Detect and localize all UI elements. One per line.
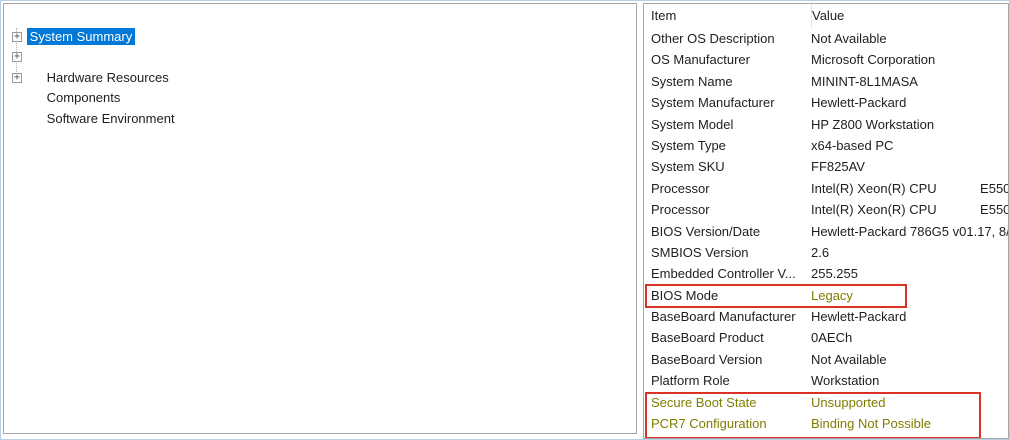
detail-row-bios-version-date[interactable]: BIOS Version/Date Hewlett-Packard 786G5 … xyxy=(644,221,1008,242)
detail-row-embedded-controller-version[interactable]: Embedded Controller V... 255.255 xyxy=(644,263,1008,284)
item-cell: System Model xyxy=(651,116,734,132)
list-header: Item Value xyxy=(644,4,1008,28)
detail-row-processor-1[interactable]: Processor Intel(R) Xeon(R) CPU E5506 xyxy=(644,178,1008,199)
details-list-panel: Item Value Other OS Description Not Avai… xyxy=(643,3,1009,439)
detail-row-system-manufacturer[interactable]: System Manufacturer Hewlett-Packard xyxy=(644,92,1008,113)
detail-row-system-model[interactable]: System Model HP Z800 Workstation xyxy=(644,114,1008,135)
item-cell: BaseBoard Manufacturer xyxy=(651,309,796,325)
detail-row-system-sku[interactable]: System SKU FF825AV xyxy=(644,156,1008,177)
item-cell: PCR7 Configuration xyxy=(651,416,767,432)
item-cell: BIOS Mode xyxy=(651,287,719,303)
detail-row-os-manufacturer[interactable]: OS Manufacturer Microsoft Corporation xyxy=(644,49,1008,70)
column-header-item[interactable]: Item xyxy=(651,8,677,23)
detail-row-processor-2[interactable]: Processor Intel(R) Xeon(R) CPU E5506 xyxy=(644,199,1008,220)
value-cell: 0AECh xyxy=(811,330,853,346)
item-cell: OS Manufacturer xyxy=(651,52,750,68)
value-cell: HP Z800 Workstation xyxy=(811,116,935,132)
value-cell: Unsupported xyxy=(811,394,886,410)
detail-row-baseboard-version[interactable]: BaseBoard Version Not Available xyxy=(644,349,1008,370)
detail-row-baseboard-manufacturer[interactable]: BaseBoard Manufacturer Hewlett-Packard xyxy=(644,306,1008,327)
value-cell: Hewlett-Packard xyxy=(811,309,907,325)
value-cell: FF825AV xyxy=(811,159,865,175)
value-cell: Not Available xyxy=(811,31,887,46)
detail-row-system-name[interactable]: System Name MININT-8L1MASA xyxy=(644,71,1008,92)
tree-item-label: Components xyxy=(46,90,121,105)
item-cell: System Type xyxy=(651,137,726,153)
tree-item-label: System Summary xyxy=(26,27,136,45)
item-cell: Processor xyxy=(651,180,710,196)
value-cell: x64-based PC xyxy=(811,137,894,153)
detail-row-other-os-description[interactable]: Other OS Description Not Available xyxy=(644,28,1008,49)
value-cell: Intel(R) Xeon(R) CPU E5506 xyxy=(811,202,1008,218)
tree-item-software-environment[interactable]: + Software Environment xyxy=(4,68,636,126)
value-cell: Hewlett-Packard xyxy=(811,95,907,111)
detail-row-platform-role[interactable]: Platform Role Workstation xyxy=(644,370,1008,391)
tree-item-components[interactable]: + Components xyxy=(4,47,636,105)
category-tree-panel: System Summary + Hardware Resources + Co… xyxy=(3,3,637,434)
item-cell: BaseBoard Version xyxy=(651,351,763,367)
item-cell: Embedded Controller V... xyxy=(651,266,796,282)
detail-row-system-type[interactable]: System Type x64-based PC xyxy=(644,135,1008,156)
value-cell: 255.255 xyxy=(811,266,858,282)
detail-row-pcr7-configuration[interactable]: PCR7 Configuration Binding Not Possible xyxy=(644,413,1008,434)
item-cell: BaseBoard Product xyxy=(651,330,764,346)
detail-row-baseboard-product[interactable]: BaseBoard Product 0AECh xyxy=(644,327,1008,348)
value-cell: Hewlett-Packard 786G5 v01.17, 8/ xyxy=(811,223,1008,239)
item-cell: System Name xyxy=(651,73,733,89)
detail-row-smbios-version[interactable]: SMBIOS Version 2.6 xyxy=(644,242,1008,263)
detail-row-secure-boot-state[interactable]: Secure Boot State Unsupported xyxy=(644,392,1008,413)
value-cell: MININT-8L1MASA xyxy=(811,73,918,89)
item-cell: Other OS Description xyxy=(651,31,775,46)
item-cell: SMBIOS Version xyxy=(651,244,749,260)
expand-plus-icon[interactable]: + xyxy=(12,30,22,42)
tree-item-system-summary[interactable]: System Summary xyxy=(4,6,636,45)
item-cell: Secure Boot State xyxy=(651,394,757,410)
tree-item-label: Software Environment xyxy=(46,110,175,126)
expand-plus-icon[interactable]: + xyxy=(12,71,22,83)
detail-row-bios-mode[interactable]: BIOS Mode Legacy xyxy=(644,285,1008,306)
value-cell: Not Available xyxy=(811,351,887,367)
value-cell: Legacy xyxy=(811,287,853,303)
item-cell: BIOS Version/Date xyxy=(651,223,761,239)
tree-item-label: Hardware Resources xyxy=(46,69,169,85)
item-cell: Platform Role xyxy=(651,373,730,389)
column-header-value[interactable]: Value xyxy=(811,4,1008,28)
value-cell: Intel(R) Xeon(R) CPU E5506 xyxy=(811,180,1008,196)
expand-plus-icon[interactable]: + xyxy=(12,51,22,62)
tree-item-hardware-resources[interactable]: + Hardware Resources xyxy=(4,27,636,85)
item-cell: System SKU xyxy=(651,159,725,175)
value-cell: Workstation xyxy=(811,373,880,389)
value-cell: Microsoft Corporation xyxy=(811,52,936,68)
value-cell: 2.6 xyxy=(811,244,830,260)
item-cell: Processor xyxy=(651,202,710,218)
value-cell: Binding Not Possible xyxy=(811,416,931,432)
item-cell: System Manufacturer xyxy=(651,95,775,111)
